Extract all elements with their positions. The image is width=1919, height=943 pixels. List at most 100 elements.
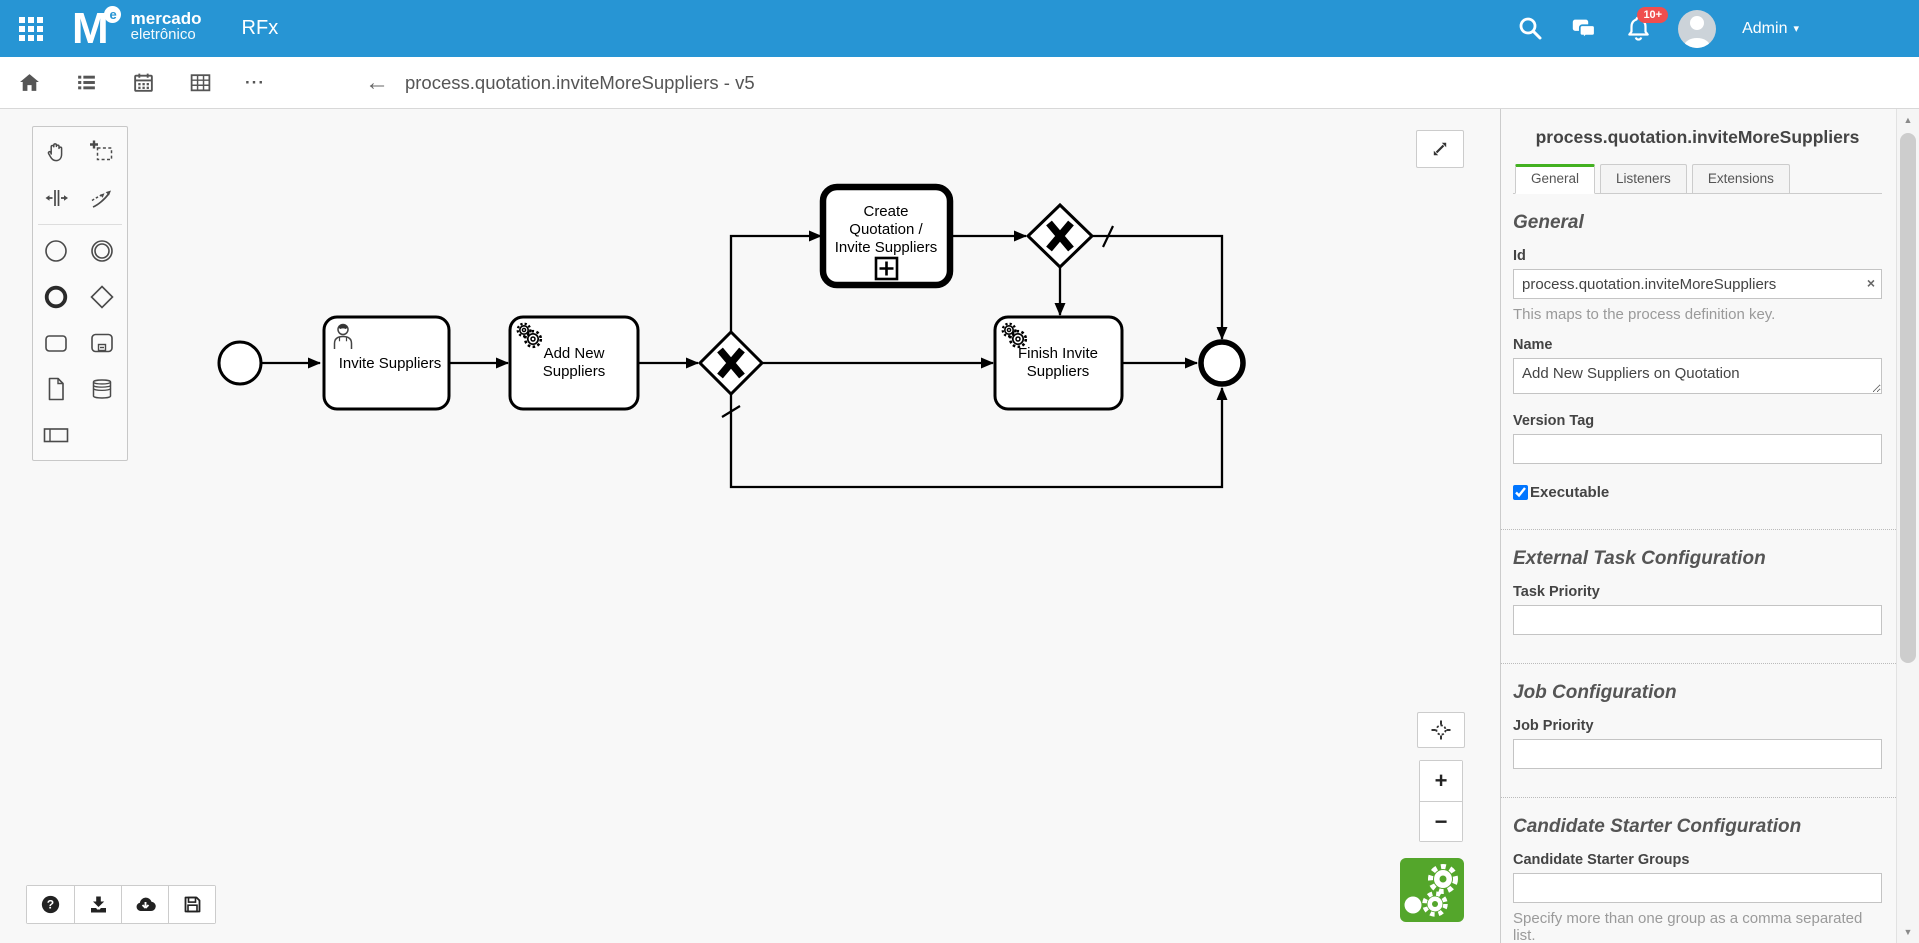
- service-task-gear-icon-2: [1001, 322, 1028, 349]
- crosshair-icon: [1431, 720, 1451, 740]
- grid-icon: [19, 16, 43, 41]
- palette-create-start-event[interactable]: [33, 228, 79, 274]
- brand-line1: mercado: [130, 8, 202, 28]
- exclusive-gateway-2[interactable]: [1025, 202, 1095, 270]
- chat-icon: [1572, 19, 1596, 40]
- bpmn-canvas[interactable]: Invite Suppliers Add New Suppliers: [0, 109, 1500, 943]
- table-button[interactable]: [188, 71, 212, 95]
- home-button[interactable]: [17, 71, 41, 95]
- help-button[interactable]: ?: [27, 886, 74, 923]
- palette-create-intermediate-event[interactable]: [79, 228, 125, 274]
- flow-gateway1-to-callactivity[interactable]: [729, 230, 822, 332]
- user-avatar[interactable]: [1678, 9, 1717, 48]
- group-heading-candidate-starter: Candidate Starter Configuration: [1513, 816, 1802, 837]
- zoom-in-button[interactable]: +: [1420, 761, 1462, 801]
- bpmn-io-logo[interactable]: [1400, 858, 1464, 922]
- flow-gateway1-loop-to-end[interactable]: [729, 387, 1228, 489]
- search-icon: [1519, 17, 1542, 40]
- task-priority-input[interactable]: [1513, 605, 1882, 635]
- cloud-download-icon: [136, 897, 156, 912]
- zoom-controls: + −: [1419, 760, 1463, 842]
- end-event[interactable]: [1198, 339, 1246, 387]
- brand-line2: eletrônico: [130, 26, 196, 44]
- task-finish-invite-suppliers[interactable]: Finish Invite Suppliers: [993, 315, 1124, 411]
- end-event-icon: [44, 285, 68, 309]
- executable-checkbox[interactable]: [1513, 485, 1528, 500]
- candidate-groups-label: Candidate Starter Groups: [1513, 852, 1690, 868]
- task-invite-suppliers[interactable]: Invite Suppliers: [322, 315, 451, 411]
- task-finish-label-line1: Finish Invite: [1018, 345, 1098, 362]
- messages-button[interactable]: [1570, 15, 1598, 43]
- bpmn-palette: [32, 126, 128, 461]
- palette-create-data-object[interactable]: [33, 366, 79, 412]
- subprocess-plus-marker: [874, 256, 899, 281]
- scrollbar-thumb[interactable]: [1900, 133, 1916, 663]
- palette-create-participant[interactable]: [33, 412, 79, 458]
- palette-create-end-event[interactable]: [33, 274, 79, 320]
- tab-general[interactable]: General: [1515, 164, 1596, 194]
- app-launcher-grid-icon[interactable]: [14, 12, 48, 46]
- secondary-toolbar: ··· ← process.quotation.inviteMoreSuppli…: [0, 57, 1919, 109]
- user-name: Admin: [1742, 19, 1788, 37]
- canvas-action-buttons: ?: [26, 885, 216, 924]
- id-input[interactable]: [1513, 269, 1882, 299]
- top-navbar: M e mercado eletrônico RFx: [0, 0, 1919, 57]
- task-invite-label: Invite Suppliers: [339, 355, 442, 372]
- scrollbar-up-arrow[interactable]: ▲: [1903, 115, 1913, 125]
- palette-global-connect-tool[interactable]: [79, 175, 125, 221]
- data-object-icon: [48, 377, 64, 401]
- download-svg-button[interactable]: [121, 886, 168, 923]
- help-icon: ?: [41, 895, 60, 914]
- panel-scrollbar: ▲ ▼: [1896, 109, 1919, 943]
- subprocess-icon: [91, 333, 113, 353]
- group-heading-external-task: External Task Configuration: [1513, 548, 1766, 569]
- task-priority-label: Task Priority: [1513, 584, 1600, 600]
- task-add-label-line1: Add New: [544, 345, 605, 362]
- name-input[interactable]: Add New Suppliers on Quotation: [1513, 358, 1882, 394]
- start-event[interactable]: [217, 340, 263, 386]
- version-tag-label: Version Tag: [1513, 413, 1595, 429]
- reset-zoom-button[interactable]: [1417, 712, 1465, 748]
- notifications-button[interactable]: 10+: [1624, 6, 1669, 43]
- palette-create-task[interactable]: [33, 320, 79, 366]
- palette-create-subprocess[interactable]: [79, 320, 125, 366]
- id-help-text: This maps to the process definition key.: [1513, 306, 1776, 323]
- more-options-button[interactable]: ···: [245, 72, 265, 92]
- back-button[interactable]: ←: [364, 68, 389, 96]
- gateway-icon: [90, 285, 114, 309]
- logo-letter-m: M e: [72, 5, 121, 50]
- tab-extensions[interactable]: Extensions: [1691, 164, 1790, 193]
- user-menu-button[interactable]: Admin ▾: [1742, 20, 1799, 38]
- download-bpmn-button[interactable]: [74, 886, 121, 923]
- fullscreen-button[interactable]: [1416, 130, 1464, 168]
- properties-tabs: General Listeners Extensions: [1513, 164, 1882, 194]
- svg-text:?: ?: [47, 898, 54, 912]
- start-event-icon: [45, 240, 67, 262]
- calendar-button[interactable]: [131, 71, 155, 95]
- call-activity-create-quotation[interactable]: Create Quotation / Invite Suppliers: [819, 183, 954, 289]
- palette-lasso-tool[interactable]: [79, 129, 125, 175]
- default-flow-slash-gateway2: [1102, 225, 1114, 248]
- task-add-new-suppliers[interactable]: Add New Suppliers: [508, 315, 640, 411]
- brand-logo[interactable]: M e mercado eletrônico: [72, 5, 202, 50]
- candidate-groups-input[interactable]: [1513, 873, 1882, 903]
- clear-id-icon[interactable]: ×: [1866, 275, 1875, 291]
- default-flow-slash-gateway1: [721, 405, 741, 418]
- list-icon: [77, 75, 95, 90]
- navbar-right: 10+ Admin ▾: [1516, 6, 1919, 48]
- scrollbar-down-arrow[interactable]: ▼: [1903, 927, 1913, 937]
- search-button[interactable]: [1516, 15, 1544, 43]
- palette-create-gateway[interactable]: [79, 274, 125, 320]
- palette-space-tool[interactable]: [33, 175, 79, 221]
- list-button[interactable]: [74, 71, 98, 95]
- intermediate-event-icon: [91, 240, 113, 262]
- tab-listeners[interactable]: Listeners: [1600, 164, 1687, 193]
- palette-hand-tool[interactable]: [33, 129, 79, 175]
- flow-gateway2-to-end[interactable]: [1092, 234, 1228, 340]
- palette-create-data-store[interactable]: [79, 366, 125, 412]
- job-priority-input[interactable]: [1513, 739, 1882, 769]
- exclusive-gateway-1[interactable]: [697, 329, 765, 397]
- version-tag-input[interactable]: [1513, 434, 1882, 464]
- save-button[interactable]: [168, 886, 215, 923]
- zoom-out-button[interactable]: −: [1420, 801, 1462, 841]
